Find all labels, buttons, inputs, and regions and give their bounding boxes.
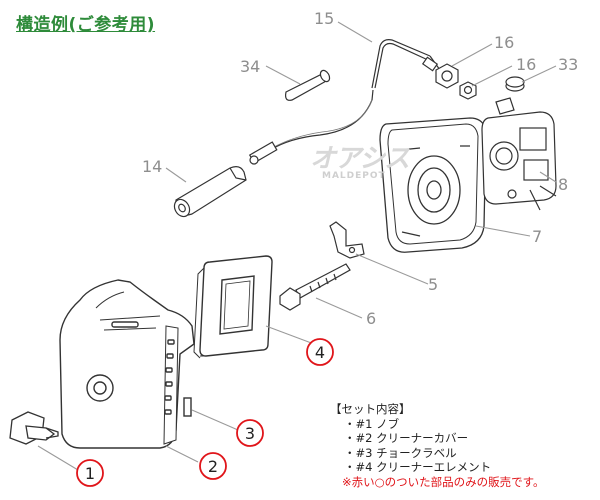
cleaner-element-part [193, 255, 273, 359]
callout-circle-4 [306, 338, 334, 366]
set-item-label: #1 ノブ [355, 416, 400, 431]
gray-callouts: 15 16 16 33 34 14 8 7 5 6 [142, 9, 578, 328]
callout-2: 2 [208, 457, 218, 476]
red-callouts: 4 3 2 1 [76, 338, 334, 487]
callout-5: 5 [428, 275, 438, 294]
sale-note: ※赤い○のついた部品のみの販売です。 [342, 474, 545, 489]
callout-33: 33 [558, 55, 578, 74]
cleaner-cover-part [59, 279, 195, 449]
carburetor-part [481, 97, 557, 211]
set-item-label: #2 クリーナーカバー [355, 431, 469, 445]
bracket-part [329, 221, 365, 259]
tube-part [285, 69, 331, 101]
callout-3: 3 [245, 424, 255, 443]
set-item: ・#3 チョークラベル [344, 445, 457, 460]
callout-16-upper: 16 [494, 33, 514, 52]
air-cleaner-base-part [379, 117, 487, 253]
callout-1: 1 [85, 464, 95, 483]
set-contents: 【セット内容】 ・#1 ノブ ・#2 クリーナーカバー ・#3 チョークラベル … [330, 402, 545, 489]
set-item: ・#4 クリーナーエレメント [344, 460, 492, 474]
watermark-sub: MALDEPOT [322, 171, 386, 181]
nut-part-lower [459, 81, 477, 100]
callout-4: 4 [315, 343, 325, 362]
callout-8: 8 [558, 175, 568, 194]
callout-14: 14 [142, 157, 162, 176]
watermark-brand: オアシス [310, 144, 410, 174]
callout-circle-3 [236, 419, 264, 447]
callout-34: 34 [240, 57, 260, 76]
set-item: ・#2 クリーナーカバー [344, 431, 469, 445]
callout-6: 6 [366, 309, 376, 328]
callout-16-lower: 16 [516, 55, 536, 74]
set-contents-heading: 【セット内容】 [330, 402, 411, 416]
set-item: ・#1 ノブ [344, 416, 400, 431]
bolt-part [279, 263, 351, 311]
diagram-title: 構造例(ご参考用) [16, 15, 156, 35]
choke-lever-part [173, 166, 247, 218]
callout-15: 15 [314, 9, 334, 28]
callout-circle-2 [199, 452, 227, 480]
throttle-cable-part [248, 39, 441, 165]
cap-part [505, 76, 525, 92]
callout-circle-1 [76, 459, 104, 487]
watermark: オアシス MALDEPOT [310, 138, 410, 181]
callout-7: 7 [532, 227, 542, 246]
set-item-label: #3 チョークラベル [355, 445, 457, 460]
set-item-label: #4 クリーナーエレメント [355, 460, 492, 474]
knob-part [9, 411, 59, 445]
nut-part-upper [435, 63, 459, 89]
